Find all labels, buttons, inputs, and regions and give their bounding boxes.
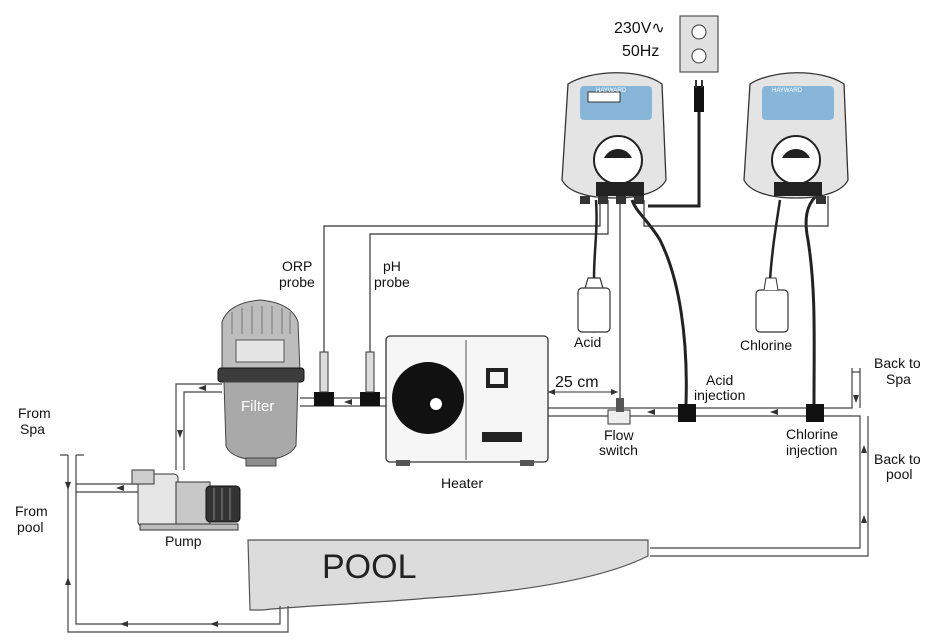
flow-switch: Flow switch bbox=[599, 200, 638, 458]
chlorine-injection: Chlorine injection bbox=[786, 194, 838, 458]
ph-controller-unit: HAYWARD bbox=[561, 72, 667, 204]
back-to-pool-label-2: pool bbox=[886, 466, 912, 482]
probes: ORP probe pH probe bbox=[279, 200, 609, 406]
pipework bbox=[60, 368, 869, 633]
back-to-spa-label-2: Spa bbox=[886, 371, 911, 387]
back-to-pool-label-1: Back to bbox=[874, 451, 921, 467]
controller-link-cable bbox=[643, 196, 829, 227]
acid-container: Acid bbox=[574, 199, 611, 350]
from-pool-label-1: From bbox=[15, 503, 48, 519]
ph-probe-label-2: probe bbox=[374, 274, 410, 290]
pool: POOL bbox=[247, 539, 649, 611]
power-supply: 230V∿ 50Hz bbox=[614, 15, 719, 208]
chlorine-injection-label-1: Chlorine bbox=[786, 426, 838, 442]
chlorine-unit-brand: HAYWARD bbox=[772, 88, 803, 94]
ph-unit-brand: HAYWARD bbox=[596, 88, 627, 94]
distance-dimension: 25 cm bbox=[548, 374, 618, 395]
from-spa-label-2: Spa bbox=[20, 421, 45, 437]
filter: Filter bbox=[217, 299, 305, 467]
acid-injection: Acid injection bbox=[630, 199, 745, 422]
acid-label: Acid bbox=[574, 334, 601, 350]
from-spa-label-1: From bbox=[18, 405, 51, 421]
ph-probe-label-1: pH bbox=[383, 258, 401, 274]
voltage-label: 230V∿ bbox=[614, 20, 665, 37]
frequency-label: 50Hz bbox=[622, 43, 659, 60]
heater-label: Heater bbox=[441, 475, 483, 491]
chlorine-label: Chlorine bbox=[740, 337, 792, 353]
from-pool-label-2: pool bbox=[17, 519, 43, 535]
chlorine-container: Chlorine bbox=[740, 199, 792, 353]
acid-injection-label-2: injection bbox=[694, 387, 745, 403]
pump-label: Pump bbox=[165, 533, 202, 549]
pool-label: POOL bbox=[322, 548, 416, 586]
orp-probe-label-2: probe bbox=[279, 274, 315, 290]
chlorine-injection-label-2: injection bbox=[786, 442, 837, 458]
pump: Pump bbox=[131, 469, 241, 549]
filter-label: Filter bbox=[241, 398, 274, 415]
heater: Heater bbox=[385, 335, 549, 491]
flow-arrows bbox=[65, 385, 867, 627]
flow-switch-label-1: Flow bbox=[604, 427, 634, 443]
orp-probe-label-1: ORP bbox=[282, 258, 312, 274]
back-to-spa-label-1: Back to bbox=[874, 355, 921, 371]
flow-switch-label-2: switch bbox=[599, 442, 638, 458]
chlorine-controller-unit: HAYWARD bbox=[743, 72, 849, 204]
acid-injection-label-1: Acid bbox=[706, 372, 733, 388]
distance-label: 25 cm bbox=[555, 374, 599, 391]
